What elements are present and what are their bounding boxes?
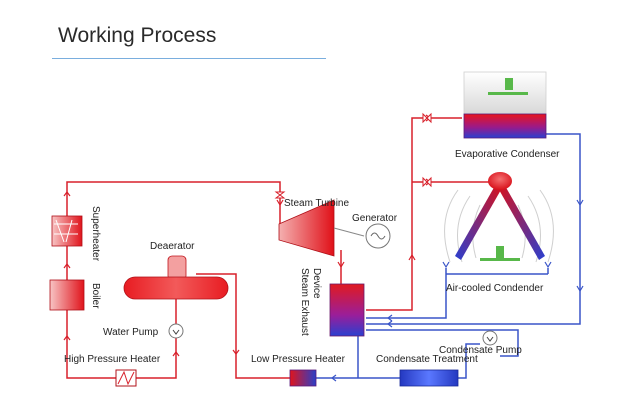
- arrow-icon: [276, 199, 284, 207]
- evaporative-condenser: [463, 71, 547, 139]
- arrow-icon: [331, 374, 337, 382]
- evaporative-return-line: [366, 133, 581, 325]
- aircooled-return-left: [366, 268, 447, 319]
- arrow-icon: [387, 320, 393, 328]
- steam-exhaust-device-label-line2: Device: [311, 268, 322, 299]
- deaerator-label: Deaerator: [150, 241, 195, 252]
- water-pump: [168, 323, 184, 339]
- arrow-icon: [63, 191, 71, 197]
- arrow-icon: [172, 351, 180, 357]
- pump-suction-line: [366, 329, 519, 357]
- evaporative-condenser-label: Evaporative Condenser: [455, 149, 560, 160]
- fan-motor-icon: [496, 246, 504, 258]
- high-pressure-heater: [115, 369, 137, 387]
- page-title: Working Process: [58, 24, 217, 47]
- steam-exhaust-device-label: Steam ExhaustDevice: [299, 268, 322, 336]
- low-pressure-heater: [289, 369, 317, 387]
- boiler-feed-line: [66, 310, 116, 379]
- arrow-icon: [576, 199, 584, 207]
- arrow-icon: [544, 261, 552, 269]
- fan-motor-icon: [505, 78, 513, 90]
- condensate-treatment-label: Condensate Treatment: [376, 354, 478, 365]
- fan-icon: [488, 92, 528, 95]
- generator-label: Generator: [352, 213, 398, 224]
- water-pump-label: Water Pump: [103, 327, 159, 338]
- arrow-icon: [408, 253, 416, 261]
- deaerator: [123, 255, 229, 300]
- generator: [365, 223, 391, 249]
- arrow-icon: [63, 335, 71, 341]
- high-pressure-heater-label: High Pressure Heater: [64, 354, 161, 365]
- deaerator-lp-line: [196, 273, 290, 379]
- title-underline: [52, 58, 326, 59]
- hot-steam-pipes: [66, 117, 490, 379]
- condensate-pump: [482, 330, 498, 346]
- arrow-icon: [337, 261, 345, 269]
- valves: [274, 112, 432, 199]
- cold-condensate-pipes: [316, 133, 581, 379]
- superheater-label: Superheater: [90, 206, 101, 262]
- arrow-icon: [387, 314, 393, 322]
- pump-discharge-line: [458, 343, 480, 379]
- steam-turbine: [278, 199, 365, 257]
- condensate-pump-label: Condensate Pump: [439, 345, 522, 356]
- arrow-icon: [576, 285, 584, 293]
- valve-icon: [274, 191, 286, 199]
- valve-icon: [422, 176, 432, 188]
- steam-exhaust-device: [329, 283, 365, 337]
- condensate-treatment: [399, 369, 459, 387]
- valve-icon: [422, 112, 432, 124]
- steam-distribution-header: [488, 172, 512, 190]
- arrow-icon: [63, 263, 71, 269]
- boiler-label: Boiler: [90, 283, 101, 309]
- air-cooled-condenser: [444, 172, 554, 263]
- steam-exhaust-device-label-line1: Steam Exhaust: [299, 268, 310, 336]
- steam-to-evaporative-line: [366, 117, 462, 311]
- low-pressure-heater-label: Low Pressure Heater: [251, 354, 346, 365]
- air-cooled-condenser-label: Air-cooled Condender: [446, 283, 544, 294]
- arrow-icon: [232, 349, 240, 355]
- fan-icon: [480, 258, 520, 261]
- steam-turbine-label: Steam Turbine: [284, 198, 349, 209]
- arrow-icon: [442, 261, 450, 269]
- superheater: [51, 215, 83, 247]
- boiler: [49, 279, 85, 311]
